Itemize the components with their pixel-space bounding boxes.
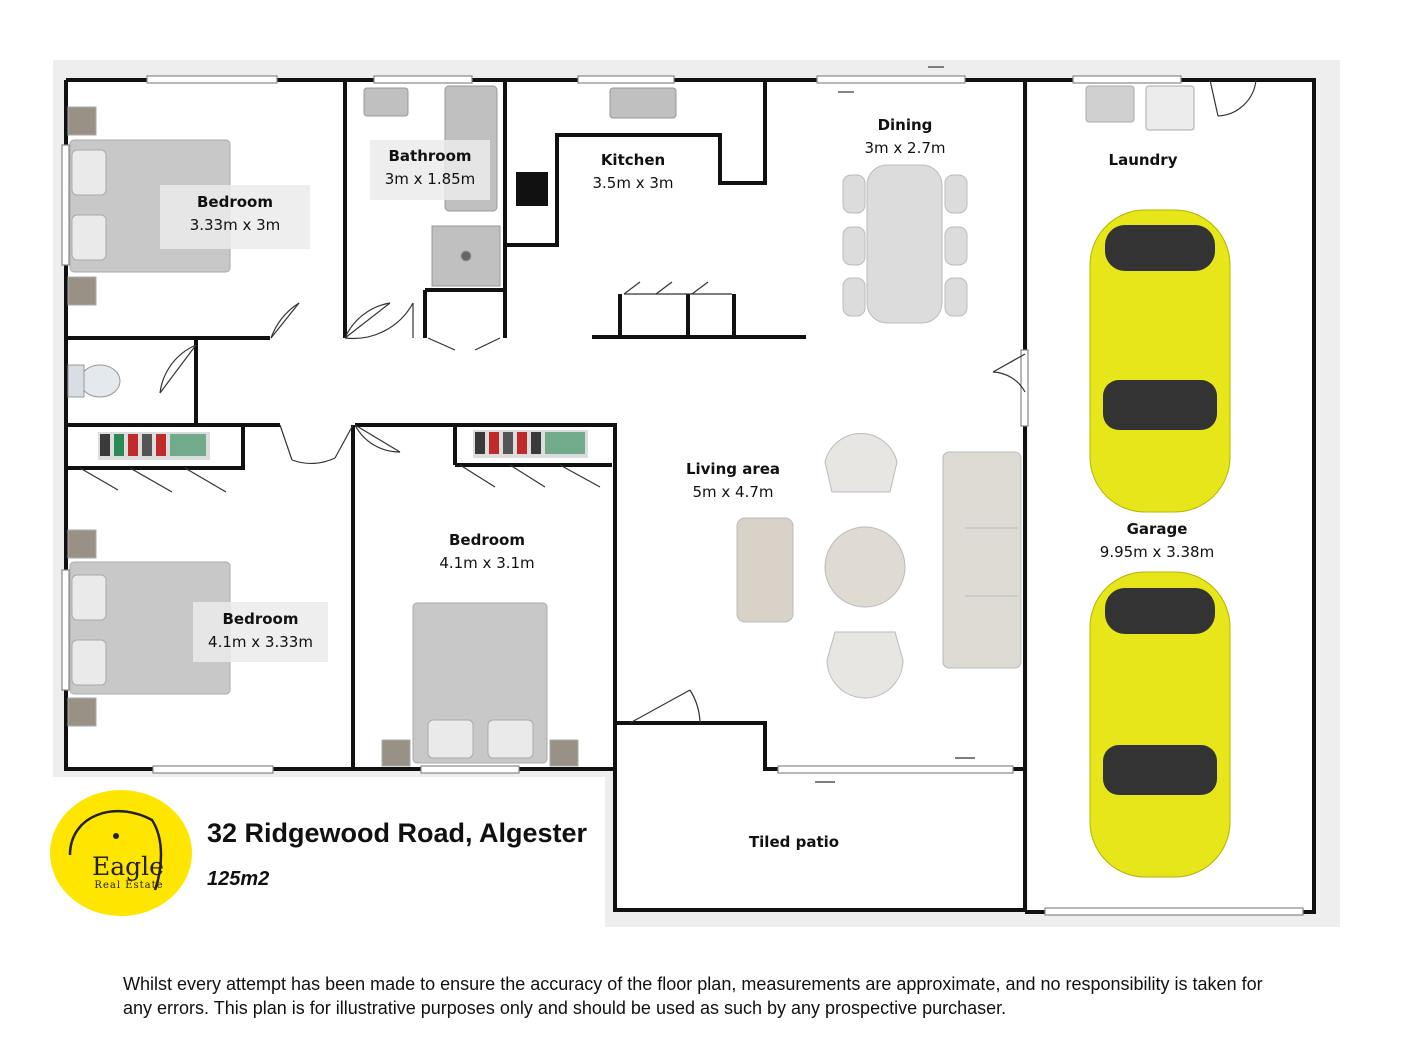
room-name: Dining [877, 116, 933, 134]
interior-walls [66, 80, 1025, 771]
car-1 [1089, 209, 1231, 513]
label-kitchen: Kitchen 3.5m x 3m [573, 149, 693, 195]
room-name: Bedroom [197, 193, 273, 211]
logo-tagline: Real Estate [94, 880, 164, 891]
room-dims: 3.33m x 3m [189, 216, 281, 234]
label-dining: Dining 3m x 2.7m [845, 114, 965, 160]
room-dims: 5m x 4.7m [692, 483, 774, 501]
bed-3 [381, 602, 579, 767]
label-bedroom-1: Bedroom 3.33m x 3m [160, 185, 310, 249]
label-garage: Garage 9.95m x 3.38m [1087, 518, 1227, 564]
room-dims: 3m x 1.85m [384, 170, 476, 188]
room-dims: 4.1m x 3.1m [439, 554, 535, 572]
room-dims: 4.1m x 3.33m [208, 633, 313, 651]
room-name: Kitchen [600, 151, 666, 169]
kitchen-fixtures [516, 87, 677, 206]
label-bedroom-3: Bedroom 4.1m x 3.33m [193, 602, 328, 662]
label-patio: Tiled patio [734, 831, 854, 854]
dining-table [842, 164, 968, 324]
room-name: Bathroom [388, 147, 472, 165]
laundry-fixtures [1085, 85, 1195, 131]
eagle-icon [68, 810, 163, 891]
room-dims: 3m x 2.7m [864, 139, 946, 157]
label-laundry: Laundry [1083, 149, 1203, 172]
room-name: Garage [1126, 520, 1188, 538]
wardrobe-clothes [98, 430, 588, 460]
property-address: 32 Ridgewood Road, Algester [207, 818, 588, 848]
windows [61, 75, 1304, 916]
room-name: Laundry [1108, 151, 1178, 169]
label-bathroom: Bathroom 3m x 1.85m [370, 140, 490, 200]
room-name: Bedroom [222, 610, 299, 628]
car-2 [1089, 571, 1231, 878]
doors [79, 79, 1257, 724]
label-bedroom-2: Bedroom 4.1m x 3.1m [422, 529, 552, 575]
room-dims: 9.95m x 3.38m [1099, 543, 1215, 561]
living-furniture [736, 433, 1022, 699]
room-name: Living area [685, 460, 781, 478]
room-name: Tiled patio [748, 833, 840, 851]
property-area: 125m2 [207, 868, 270, 890]
disclaimer: Whilst every attempt has been made to en… [123, 974, 1263, 1018]
logo-brand: Eagle [92, 852, 164, 881]
bed-2 [67, 529, 231, 727]
room-dims: 3.5m x 3m [592, 174, 674, 192]
sliding-door-arrows [815, 66, 975, 783]
room-name: Bedroom [449, 531, 525, 549]
label-living: Living area 5m x 4.7m [663, 458, 803, 504]
